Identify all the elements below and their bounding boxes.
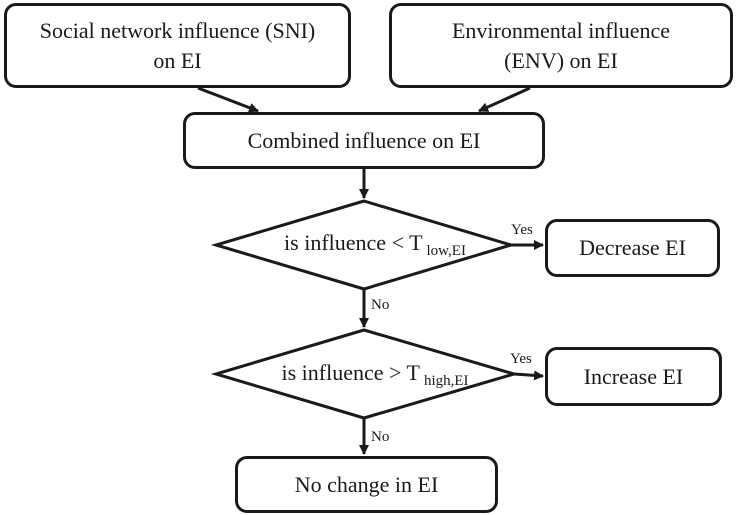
node-nochange-label: No change in EI	[294, 471, 439, 497]
node-increase: Increase EI	[545, 347, 722, 406]
arrow-sni-to-combined	[197, 86, 259, 113]
edge-label-no-low: No	[371, 297, 390, 313]
node-sni: Social network influence (SNI) on EI	[4, 3, 351, 88]
decision-high-subscript: high,EI	[423, 373, 469, 389]
node-decrease-label: Decrease EI	[579, 235, 686, 260]
arrow-cond-high-yes	[513, 370, 544, 381]
node-env-line-2: (ENV) on EI	[504, 47, 618, 73]
node-env-line-1: Environmental influence	[451, 17, 671, 43]
decision-low-prefix: is influence < T	[284, 230, 423, 255]
node-increase-label: Increase EI	[583, 363, 684, 389]
edge-label-no-high: No	[371, 429, 390, 445]
node-nochange: No change in EI	[235, 456, 498, 513]
node-env: Environmental influence (ENV) on EI	[389, 3, 733, 88]
decision-low-subscript: low,EI	[426, 243, 466, 259]
decision-high-prefix: is influence > T	[281, 360, 420, 385]
node-combined-label: Combined influence on EI	[247, 127, 481, 153]
node-sni-line-2: on EI	[153, 47, 202, 73]
edge-label-yes-low: Yes	[511, 222, 533, 238]
arrow-env-to-combined	[478, 86, 531, 113]
node-sni-line-1: Social network influence (SNI)	[39, 17, 316, 43]
node-decrease: Decrease EI	[545, 219, 720, 277]
edge-label-yes-high: Yes	[510, 351, 532, 367]
node-combined: Combined influence on EI	[183, 112, 545, 169]
